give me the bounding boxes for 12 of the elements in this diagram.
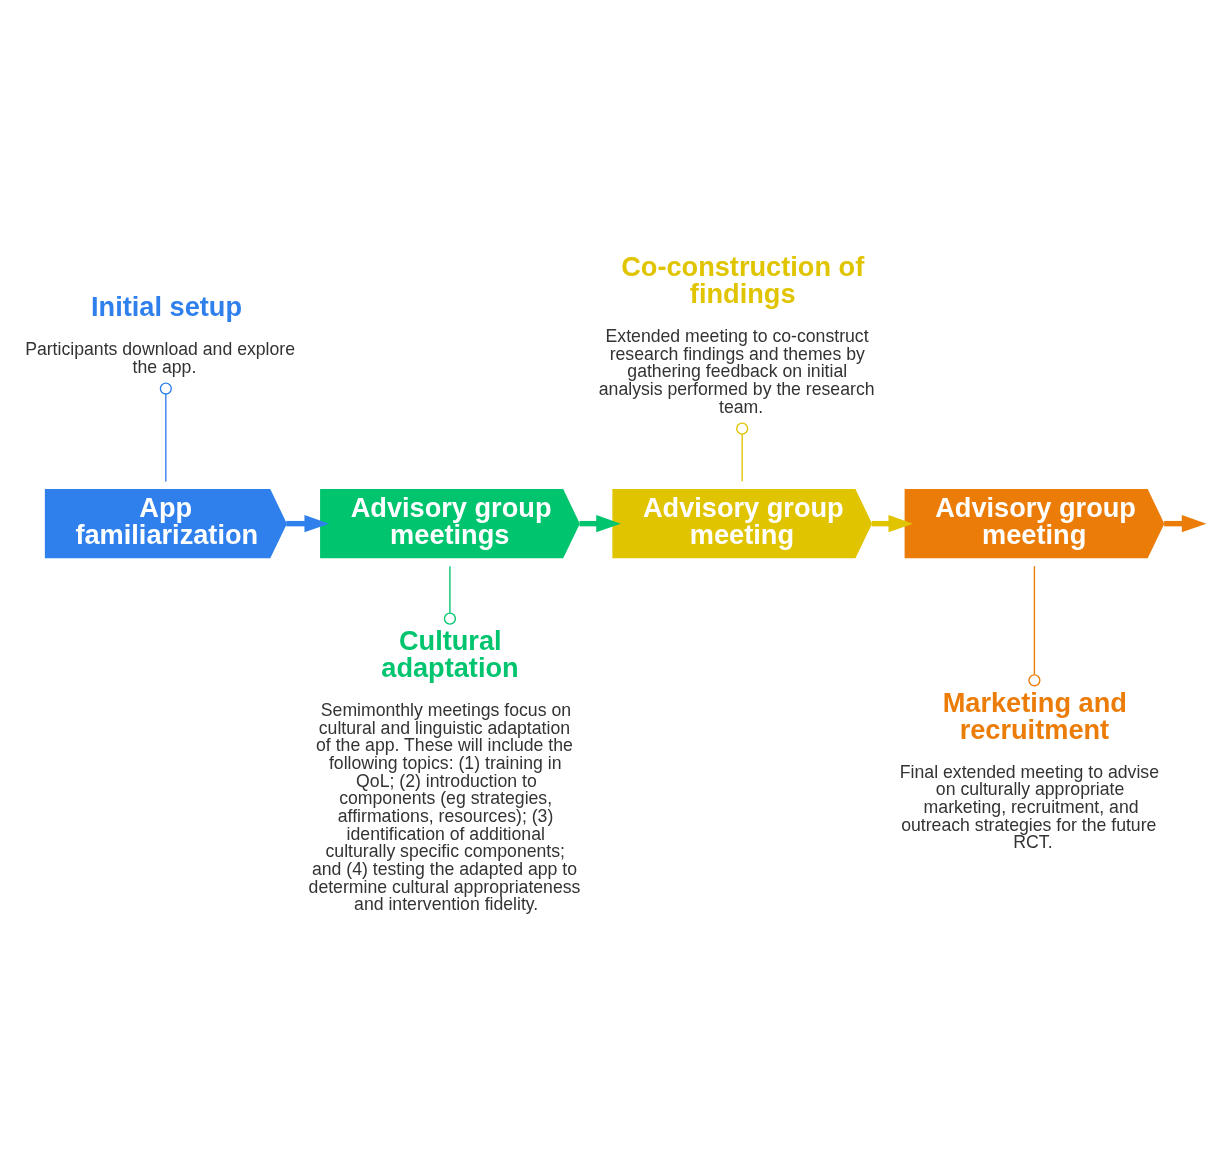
connector (736, 422, 749, 482)
arrow (579, 515, 621, 533)
connector (1028, 565, 1041, 687)
node-text: Co-construction of findings Extended meeting to co-construct research findings and themes by gathering feedback on initial analysis performed by the research team. (598, 251, 875, 417)
node-text: Cultural adaptation Semimonthly meetings focus on cultural and linguistic adaptation of the app. These will include the following topics: (1) training in QoL; (2) introduction to components (eg strategies, affirmations, resources); (3) identification of additional culturally specific components; and (4) testing the adapted app to determine cultural appropriateness and intervention fidelity. (308, 625, 581, 915)
connector (159, 382, 172, 483)
arrow (871, 515, 913, 533)
arrow (286, 515, 329, 533)
arrow (1164, 515, 1207, 533)
node-text: Initial setup Participants download and explore the app. (25, 291, 296, 377)
connector (443, 565, 457, 625)
node-text: Marketing and recruitment Final extended meeting to advise on culturally appropriate marketing, recruitment, and outreach strategies for the future RCT. (899, 686, 1159, 853)
